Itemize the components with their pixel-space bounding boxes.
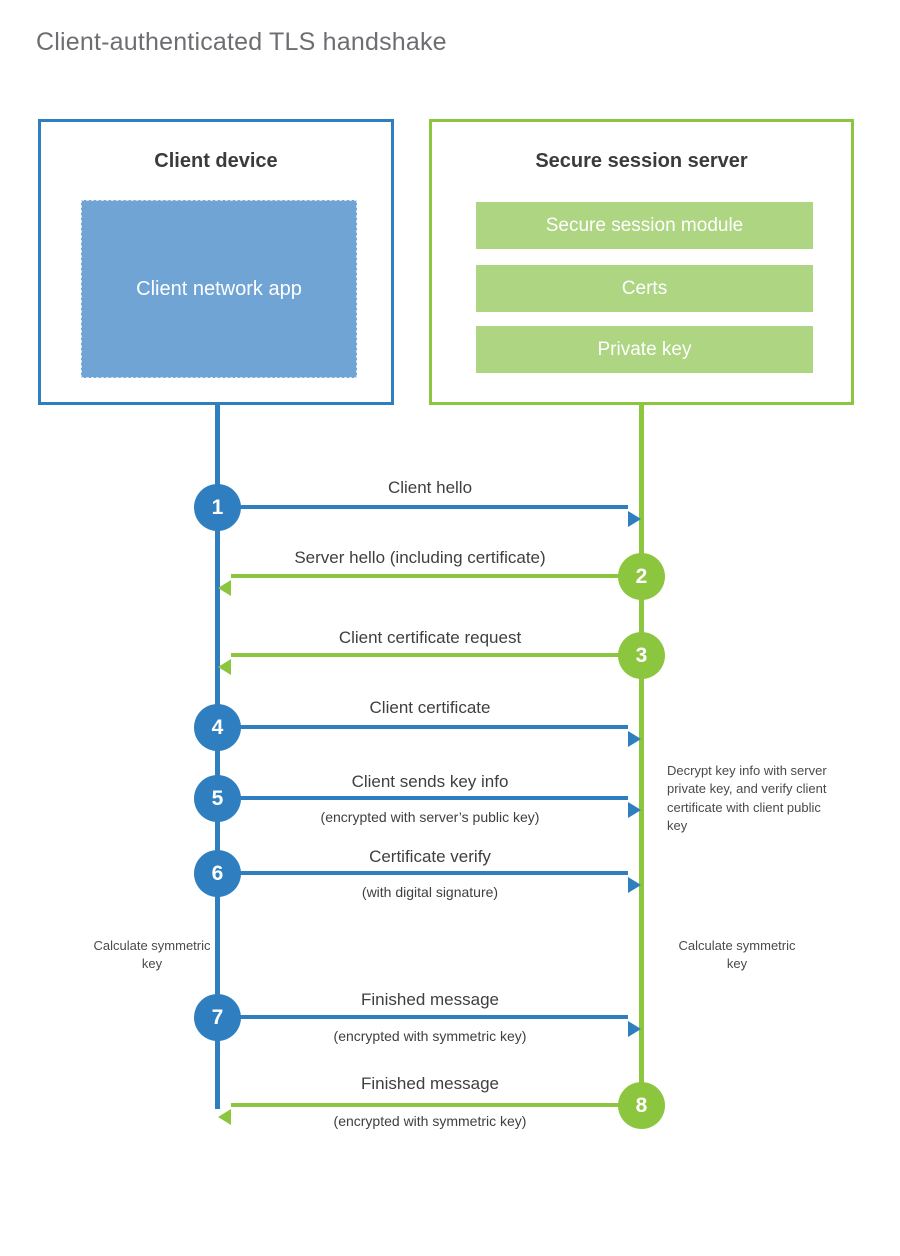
step-4-arrowhead-right-icon: [628, 731, 641, 747]
step-7-arrow-line: [230, 1015, 628, 1019]
step-8-arrowhead-left-icon: [218, 1109, 231, 1125]
step-2-arrowhead-left-icon: [218, 580, 231, 596]
step-6-sublabel: (with digital signature): [361, 884, 499, 900]
step-7-arrowhead-right-icon: [628, 1021, 641, 1037]
page-title: Client-authenticated TLS handshake: [36, 28, 447, 56]
step-5-arrow-line: [230, 796, 628, 800]
server-block-secure-session-module: Secure session module: [476, 202, 813, 249]
client-calculate-symmetric-key-note: Calculate symmetric key: [93, 938, 211, 972]
step-3-arrowhead-left-icon: [218, 659, 231, 675]
server-block-certs: Certs: [476, 265, 813, 312]
step-8-sublabel: (encrypted with symmetric key): [333, 1113, 527, 1129]
secure-session-server-title: Secure session server: [535, 150, 748, 172]
step-7-badge: 7: [194, 994, 241, 1041]
step-5-label: Client sends key info: [351, 772, 509, 791]
step-1-arrowhead-right-icon: [628, 511, 641, 527]
step-4-badge: 4: [194, 704, 241, 751]
step-1-label: Client hello: [387, 478, 473, 497]
server-lifeline: [639, 403, 644, 1106]
step-2-label: Server hello (including certificate): [294, 548, 546, 567]
step-7-label: Finished message: [361, 990, 499, 1009]
step-2-arrow-line: [231, 574, 643, 578]
step-4-label: Client certificate: [369, 698, 491, 717]
step-3-arrow-line: [231, 653, 643, 657]
server-decrypt-note: Decrypt key info with server private key…: [667, 763, 827, 834]
server-block-private-key: Private key: [476, 326, 813, 373]
step-8-badge: 8: [618, 1082, 665, 1129]
step-1-badge: 1: [194, 484, 241, 531]
step-5-arrowhead-right-icon: [628, 802, 641, 818]
step-8-label: Finished message: [361, 1074, 499, 1093]
client-network-app-block: Client network app: [81, 200, 357, 378]
step-6-arrowhead-right-icon: [628, 877, 641, 893]
step-6-label: Certificate verify: [369, 847, 491, 866]
step-8-arrow-line: [231, 1103, 643, 1107]
server-calculate-symmetric-key-note: Calculate symmetric key: [678, 938, 796, 972]
secure-session-server-box: Secure session server Secure session mod…: [429, 119, 854, 405]
step-3-badge: 3: [618, 632, 665, 679]
client-lifeline: [215, 403, 220, 1109]
step-1-arrow-line: [230, 505, 628, 509]
client-device-box: Client device Client network app: [38, 119, 394, 405]
step-3-label: Client certificate request: [338, 628, 522, 647]
step-6-arrow-line: [230, 871, 628, 875]
step-6-badge: 6: [194, 850, 241, 897]
step-4-arrow-line: [230, 725, 628, 729]
step-2-badge: 2: [618, 553, 665, 600]
client-device-title: Client device: [154, 150, 278, 172]
step-5-badge: 5: [194, 775, 241, 822]
step-7-sublabel: (encrypted with symmetric key): [333, 1028, 527, 1044]
step-5-sublabel: (encrypted with server’s public key): [320, 809, 540, 825]
